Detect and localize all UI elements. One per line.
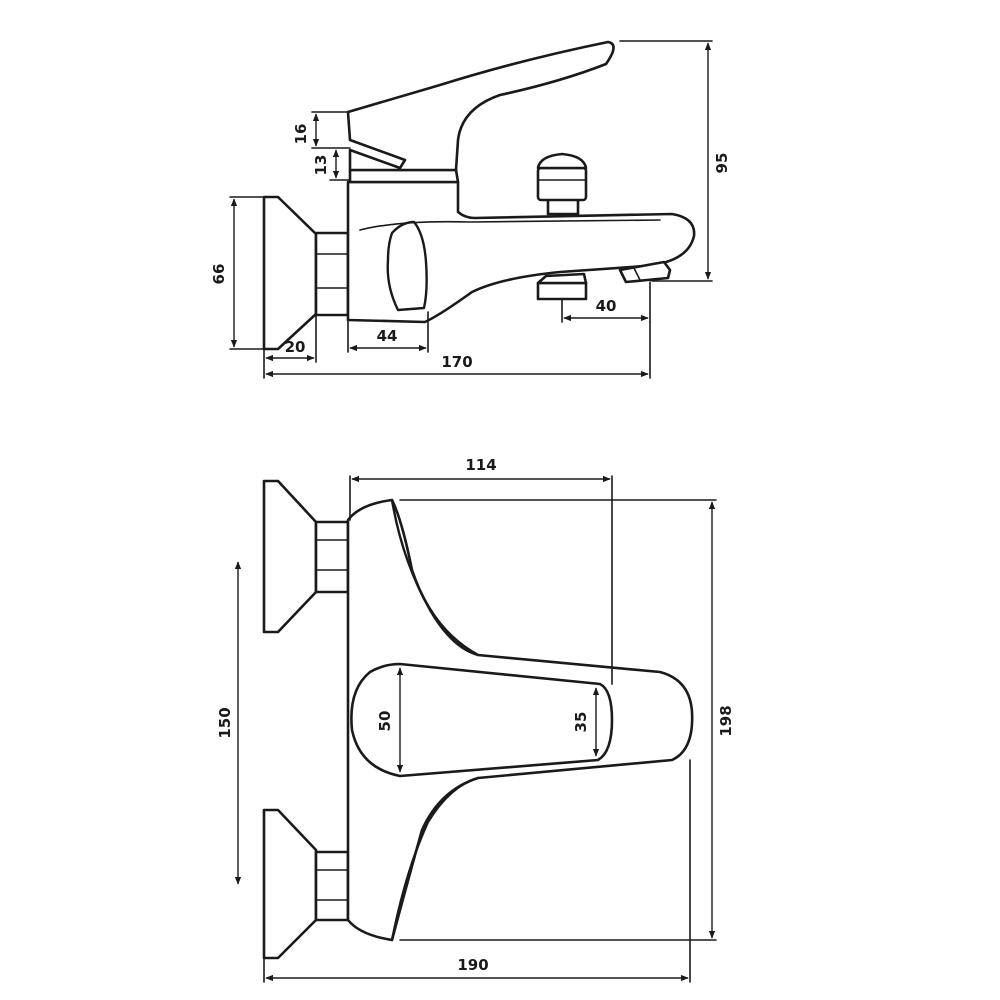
top-view — [262, 479, 694, 960]
dim-lever-width-front: 35 — [572, 712, 590, 733]
dim-lever-thickness: 16 — [292, 124, 310, 145]
aerator — [618, 260, 672, 284]
mixer-body — [346, 180, 696, 324]
side-view — [262, 40, 696, 351]
dim-spout-outlet: 40 — [596, 297, 617, 315]
side-dimensions: 16 13 95 66 20 44 40 170 — [210, 40, 731, 379]
dim-lever-gap: 13 — [312, 155, 330, 176]
cartridge-housing — [348, 168, 460, 184]
dim-flange-height: 66 — [210, 264, 228, 285]
connector-nut-lower — [314, 850, 350, 922]
wall-flange-upper — [262, 479, 318, 634]
connector-nut-upper — [314, 520, 350, 594]
dim-lever-reach: 114 — [465, 456, 496, 474]
shower-outlet — [536, 272, 588, 301]
connector-nut — [314, 231, 350, 317]
lever-handle-top — [350, 662, 614, 778]
wall-flange — [262, 195, 318, 351]
dim-length-overall: 190 — [457, 956, 488, 974]
dim-lever-width-back: 50 — [376, 711, 394, 732]
dim-height-overall: 95 — [713, 153, 731, 174]
diverter-knob — [536, 152, 588, 216]
dim-body-front: 44 — [377, 327, 398, 345]
lever-handle — [346, 40, 615, 172]
wall-flange-lower — [262, 808, 318, 960]
top-dimensions: 114 198 150 50 35 190 — [216, 456, 735, 983]
dim-flange-depth: 20 — [285, 338, 306, 356]
dim-depth-overall: 170 — [441, 353, 472, 371]
dim-width-overall: 198 — [717, 705, 735, 736]
dim-connection-spacing: 150 — [216, 707, 234, 738]
